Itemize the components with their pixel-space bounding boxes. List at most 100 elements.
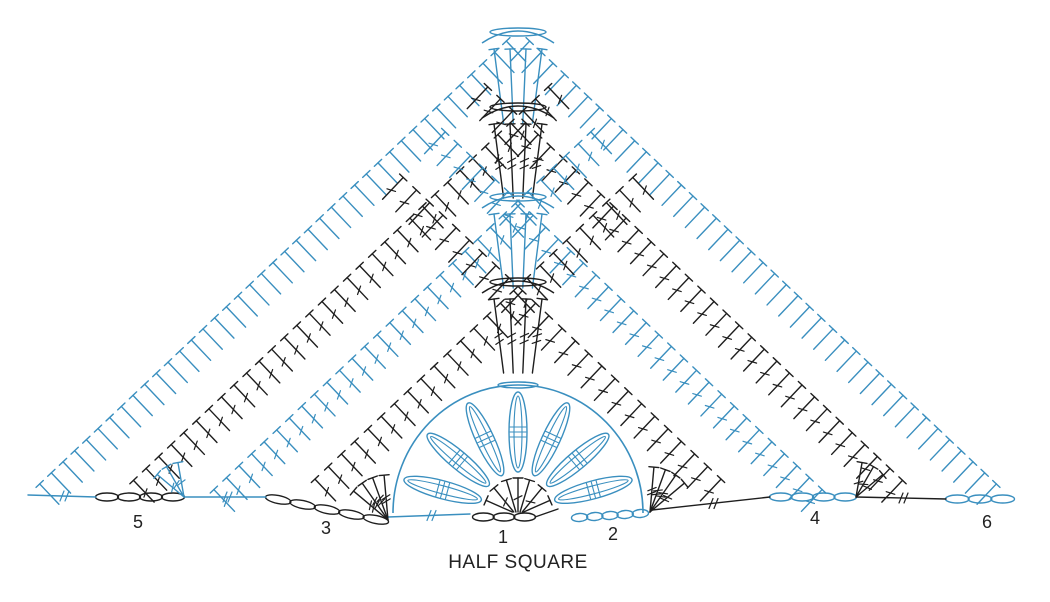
stitch-right-slash [767,464,778,469]
stitch-left-top [380,237,390,247]
stitch-right [675,369,698,393]
stitch-right-slash [533,157,544,162]
stitch-left [470,73,492,96]
stitch-right [680,288,703,313]
stitch-left-slash [589,235,594,246]
stitch-left-top [429,361,439,371]
apex-arch [481,30,555,44]
stitch-left-top [443,178,452,187]
stitch-left [380,415,403,439]
arch-post-slash [507,157,517,164]
stitch-right [801,317,823,339]
stitch-left-slash [557,94,563,105]
stitch-left-top [496,299,505,308]
stitch-right [768,372,791,396]
stitch-left-top [543,82,553,92]
stitch-left-slash [496,323,502,334]
fan-stitch [855,461,863,498]
stitch-left-top [536,175,545,184]
stitch-left [353,184,375,207]
stitch-left-slash [449,282,455,293]
stitch-left-top [191,416,201,425]
stitch-left-slash [306,333,311,343]
row-label-2: 2 [608,524,618,544]
stitch-right-slash [453,166,464,171]
stitch-right-top [398,173,408,182]
stitch-right [381,176,404,200]
stitch-left-top [522,273,532,283]
petal-slash [590,481,596,499]
fan-stitch-top [153,469,162,480]
stitch-left-slash [382,261,387,272]
chain-stitch [811,492,836,502]
stitch-left-slash [236,485,241,496]
fan-stitch-slash [381,494,391,501]
chain-stitch [790,492,815,502]
stitch-right-slash [664,452,675,456]
fan-stitch-slash [651,493,662,496]
chain-stitch [489,27,547,37]
stitch-right [514,302,537,326]
stitch-right-slash [729,428,740,433]
stitch-right-top [610,374,620,383]
stitch-right [620,403,643,427]
stitch-left [371,253,394,277]
stitch-left-top [58,457,68,466]
stitch-left-top [257,269,266,278]
stitch-left-top [322,378,332,387]
stitch-right [461,166,484,191]
stitch-left [167,361,188,384]
stitch-right-top [863,358,873,367]
stitch-left [564,155,588,179]
stitch-row-1-top [547,495,553,506]
stitch-right [805,408,828,432]
stitch-right-top [875,369,884,378]
stitch-left [283,250,305,273]
fan-stitch-top [648,466,660,469]
stitch-right [556,84,578,107]
stitch-right [540,327,563,351]
stitch-right [448,239,471,263]
fan-stitch-slash [171,482,175,493]
stitch-right-slash [478,190,489,195]
stitch-left [62,461,83,483]
chain-stitch [616,509,635,520]
stitch-left-top [416,374,426,383]
stitch-left-top [502,36,511,46]
stitch-right-slash [508,133,519,138]
stitch-right-top [792,461,802,470]
arch-post-slash [519,332,530,338]
stitch-left-top [493,130,503,139]
stitch-right-slash [532,326,542,331]
stitch-left [473,327,496,351]
stitch-right [448,155,472,179]
stitch-right-slash [785,395,795,400]
stitch-left-top [292,321,302,330]
arch-post [509,123,514,199]
chain-stitch [570,512,589,523]
stitch-left-top [535,261,545,270]
stitch-right-top [747,247,756,256]
stitch-left-top [403,386,412,396]
stitch-right [818,420,841,444]
arch-post-slash [494,332,504,339]
stitch-left-top [523,187,533,196]
stitch-left-slash [537,199,543,209]
stitch-right [906,416,928,439]
stitch-right-top [440,127,450,137]
stitch-left-top [234,461,244,470]
stitch-right [824,339,846,362]
stitch-left [505,40,527,63]
stitch-right-top [847,428,857,437]
stitch-right [633,415,656,439]
stitch-right-top [992,479,1001,489]
stitch-right-top [835,416,845,425]
stitch-right-top [729,401,739,411]
stitch-left [493,51,515,74]
petal-slash [479,439,495,448]
fan-stitch-slash [177,479,186,486]
stitch-left-top [166,440,176,449]
stitch-right [579,106,601,129]
stitch-right-top [465,236,474,245]
stitch-left-slash [482,166,487,176]
